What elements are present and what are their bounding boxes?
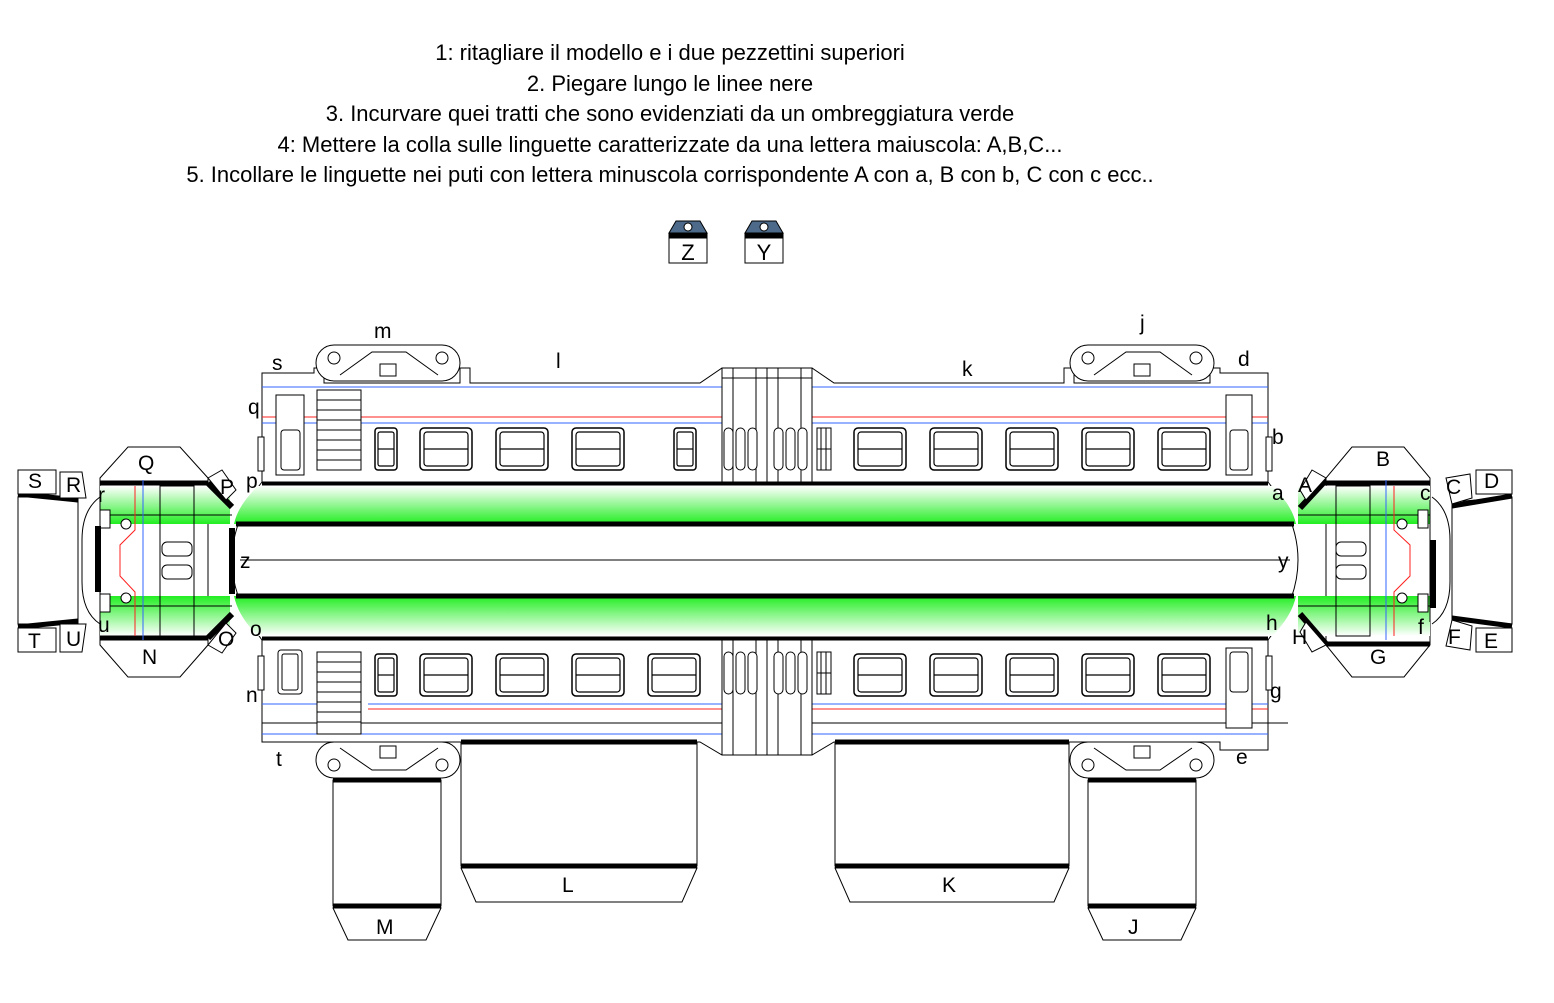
upper-bogie-left <box>315 344 461 382</box>
label-T: T <box>28 630 41 653</box>
piece-z: Z <box>668 220 708 265</box>
instruction-line-2: 2. Piegare lungo le linee nere <box>526 70 814 96</box>
label-o: o <box>250 618 262 641</box>
lower-side-panel <box>257 639 1288 756</box>
label-J: J <box>1128 916 1139 939</box>
label-M: M <box>376 916 394 939</box>
label-L: L <box>562 874 574 897</box>
piece-y-label: Y <box>757 240 772 265</box>
label-F: F <box>1448 626 1461 649</box>
upper-side-panel <box>257 367 1273 483</box>
instructions: 1: ritagliare il modello e i due pezzett… <box>0 38 1340 191</box>
label-N: N <box>142 646 157 669</box>
instruction-line-4: 4: Mettere la colla sulle linguette cara… <box>277 131 1063 157</box>
label-E: E <box>1484 630 1498 653</box>
label-U: U <box>66 628 81 651</box>
label-a: a <box>1272 482 1284 505</box>
underbody-panel-m <box>332 777 442 941</box>
label-l: l <box>556 350 561 373</box>
label-P: P <box>220 476 234 499</box>
label-g: g <box>1270 680 1282 703</box>
label-h: h <box>1266 612 1278 635</box>
label-Q: Q <box>138 452 154 475</box>
label-K: K <box>942 874 956 897</box>
label-B: B <box>1376 448 1390 471</box>
label-A: A <box>1298 474 1312 497</box>
piece-y: Y <box>744 220 784 265</box>
label-m: m <box>374 320 392 343</box>
label-q: q <box>248 396 260 419</box>
label-G: G <box>1370 646 1386 669</box>
label-n: n <box>246 684 258 707</box>
underbody-panel-k <box>834 739 1070 903</box>
label-p: p <box>246 470 258 493</box>
label-C: C <box>1446 476 1461 499</box>
label-t: t <box>276 748 282 771</box>
label-S: S <box>28 470 42 493</box>
upper-bogie-right <box>1069 344 1215 382</box>
label-d: d <box>1238 348 1250 371</box>
instruction-line-5: 5. Incollare le linguette nei puti con l… <box>186 162 1154 187</box>
instruction-line-1: 1: ritagliare il modello e i due pezzett… <box>435 40 905 65</box>
piece-z-label: Z <box>681 240 694 265</box>
tab-labels: A B C D E F G H J K L M N O P Q R S T U … <box>28 312 1499 939</box>
lower-bogie-right <box>1069 741 1215 779</box>
label-j: j <box>1139 312 1145 335</box>
label-s: s <box>272 352 283 375</box>
label-z: z <box>240 550 251 573</box>
label-R: R <box>66 474 81 497</box>
lower-bogie-left <box>315 741 461 779</box>
underbody-panel-j <box>1087 777 1197 941</box>
label-y: y <box>1278 550 1289 573</box>
label-k: k <box>962 358 973 381</box>
underbody-panel-l <box>460 739 698 903</box>
label-D: D <box>1484 470 1499 493</box>
label-b: b <box>1272 426 1284 449</box>
label-O: O <box>218 628 234 651</box>
label-H: H <box>1292 626 1307 649</box>
roof-strip <box>229 480 1299 642</box>
label-f: f <box>1418 616 1424 639</box>
label-c: c <box>1420 482 1431 505</box>
instruction-line-3: 3. Incurvare quei tratti che sono eviden… <box>325 101 1015 126</box>
left-cab-end <box>17 446 237 678</box>
right-cab-end <box>1297 446 1513 678</box>
label-u: u <box>98 614 110 637</box>
label-r: r <box>98 484 105 507</box>
label-e: e <box>1236 746 1248 769</box>
